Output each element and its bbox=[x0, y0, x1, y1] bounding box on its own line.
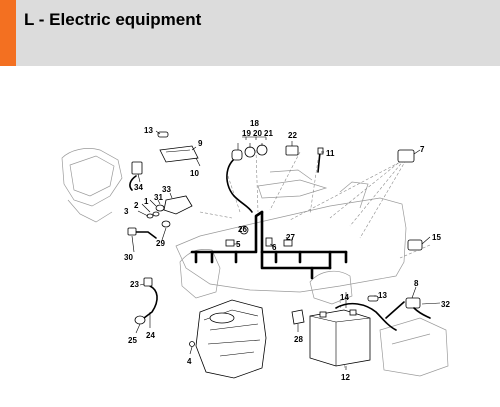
label-10: 10 bbox=[190, 169, 199, 178]
label-26: 26 bbox=[238, 225, 247, 234]
label-29: 29 bbox=[156, 239, 165, 248]
label-30: 30 bbox=[124, 253, 133, 262]
label-8: 8 bbox=[414, 279, 419, 288]
label-6: 6 bbox=[272, 243, 277, 252]
label-23: 23 bbox=[130, 280, 139, 289]
accent-bar bbox=[0, 0, 16, 66]
label-27: 27 bbox=[286, 233, 295, 242]
label-1: 1 bbox=[144, 197, 149, 206]
label-22: 22 bbox=[288, 131, 297, 140]
label-12: 12 bbox=[341, 373, 350, 382]
parts-diagram: 1 2 3 4 5 6 7 8 9 10 11 12 13 13 14 15 1… bbox=[61, 119, 450, 382]
label-32: 32 bbox=[441, 300, 450, 309]
label-11: 11 bbox=[326, 149, 335, 158]
guide-lines bbox=[199, 149, 431, 371]
label-2: 2 bbox=[134, 201, 139, 210]
label-25: 25 bbox=[128, 336, 137, 345]
label-13-right: 13 bbox=[378, 291, 387, 300]
label-9: 9 bbox=[198, 139, 203, 148]
label-5: 5 bbox=[236, 240, 241, 249]
label-24: 24 bbox=[146, 331, 155, 340]
label-31: 31 bbox=[154, 193, 163, 202]
label-4: 4 bbox=[187, 357, 192, 366]
mower-ghost bbox=[61, 148, 449, 377]
label-15: 15 bbox=[432, 233, 441, 242]
label-21: 21 bbox=[264, 129, 273, 138]
header-bar: L - Electric equipment bbox=[0, 0, 500, 66]
label-7: 7 bbox=[420, 145, 425, 154]
label-14: 14 bbox=[340, 293, 349, 302]
wire-harness bbox=[129, 155, 348, 280]
leader-lines bbox=[131, 130, 441, 370]
label-20: 20 bbox=[253, 129, 262, 138]
label-18: 18 bbox=[250, 119, 259, 128]
label-13-top: 13 bbox=[144, 126, 153, 135]
label-33: 33 bbox=[162, 185, 171, 194]
parts bbox=[127, 131, 431, 379]
label-34: 34 bbox=[134, 183, 143, 192]
part-labels: 1 2 3 4 5 6 7 8 9 10 11 12 13 13 14 15 1… bbox=[124, 119, 450, 382]
label-28: 28 bbox=[294, 335, 303, 344]
label-19: 19 bbox=[242, 129, 251, 138]
page-title: L - Electric equipment bbox=[24, 10, 202, 29]
label-3: 3 bbox=[124, 207, 129, 216]
